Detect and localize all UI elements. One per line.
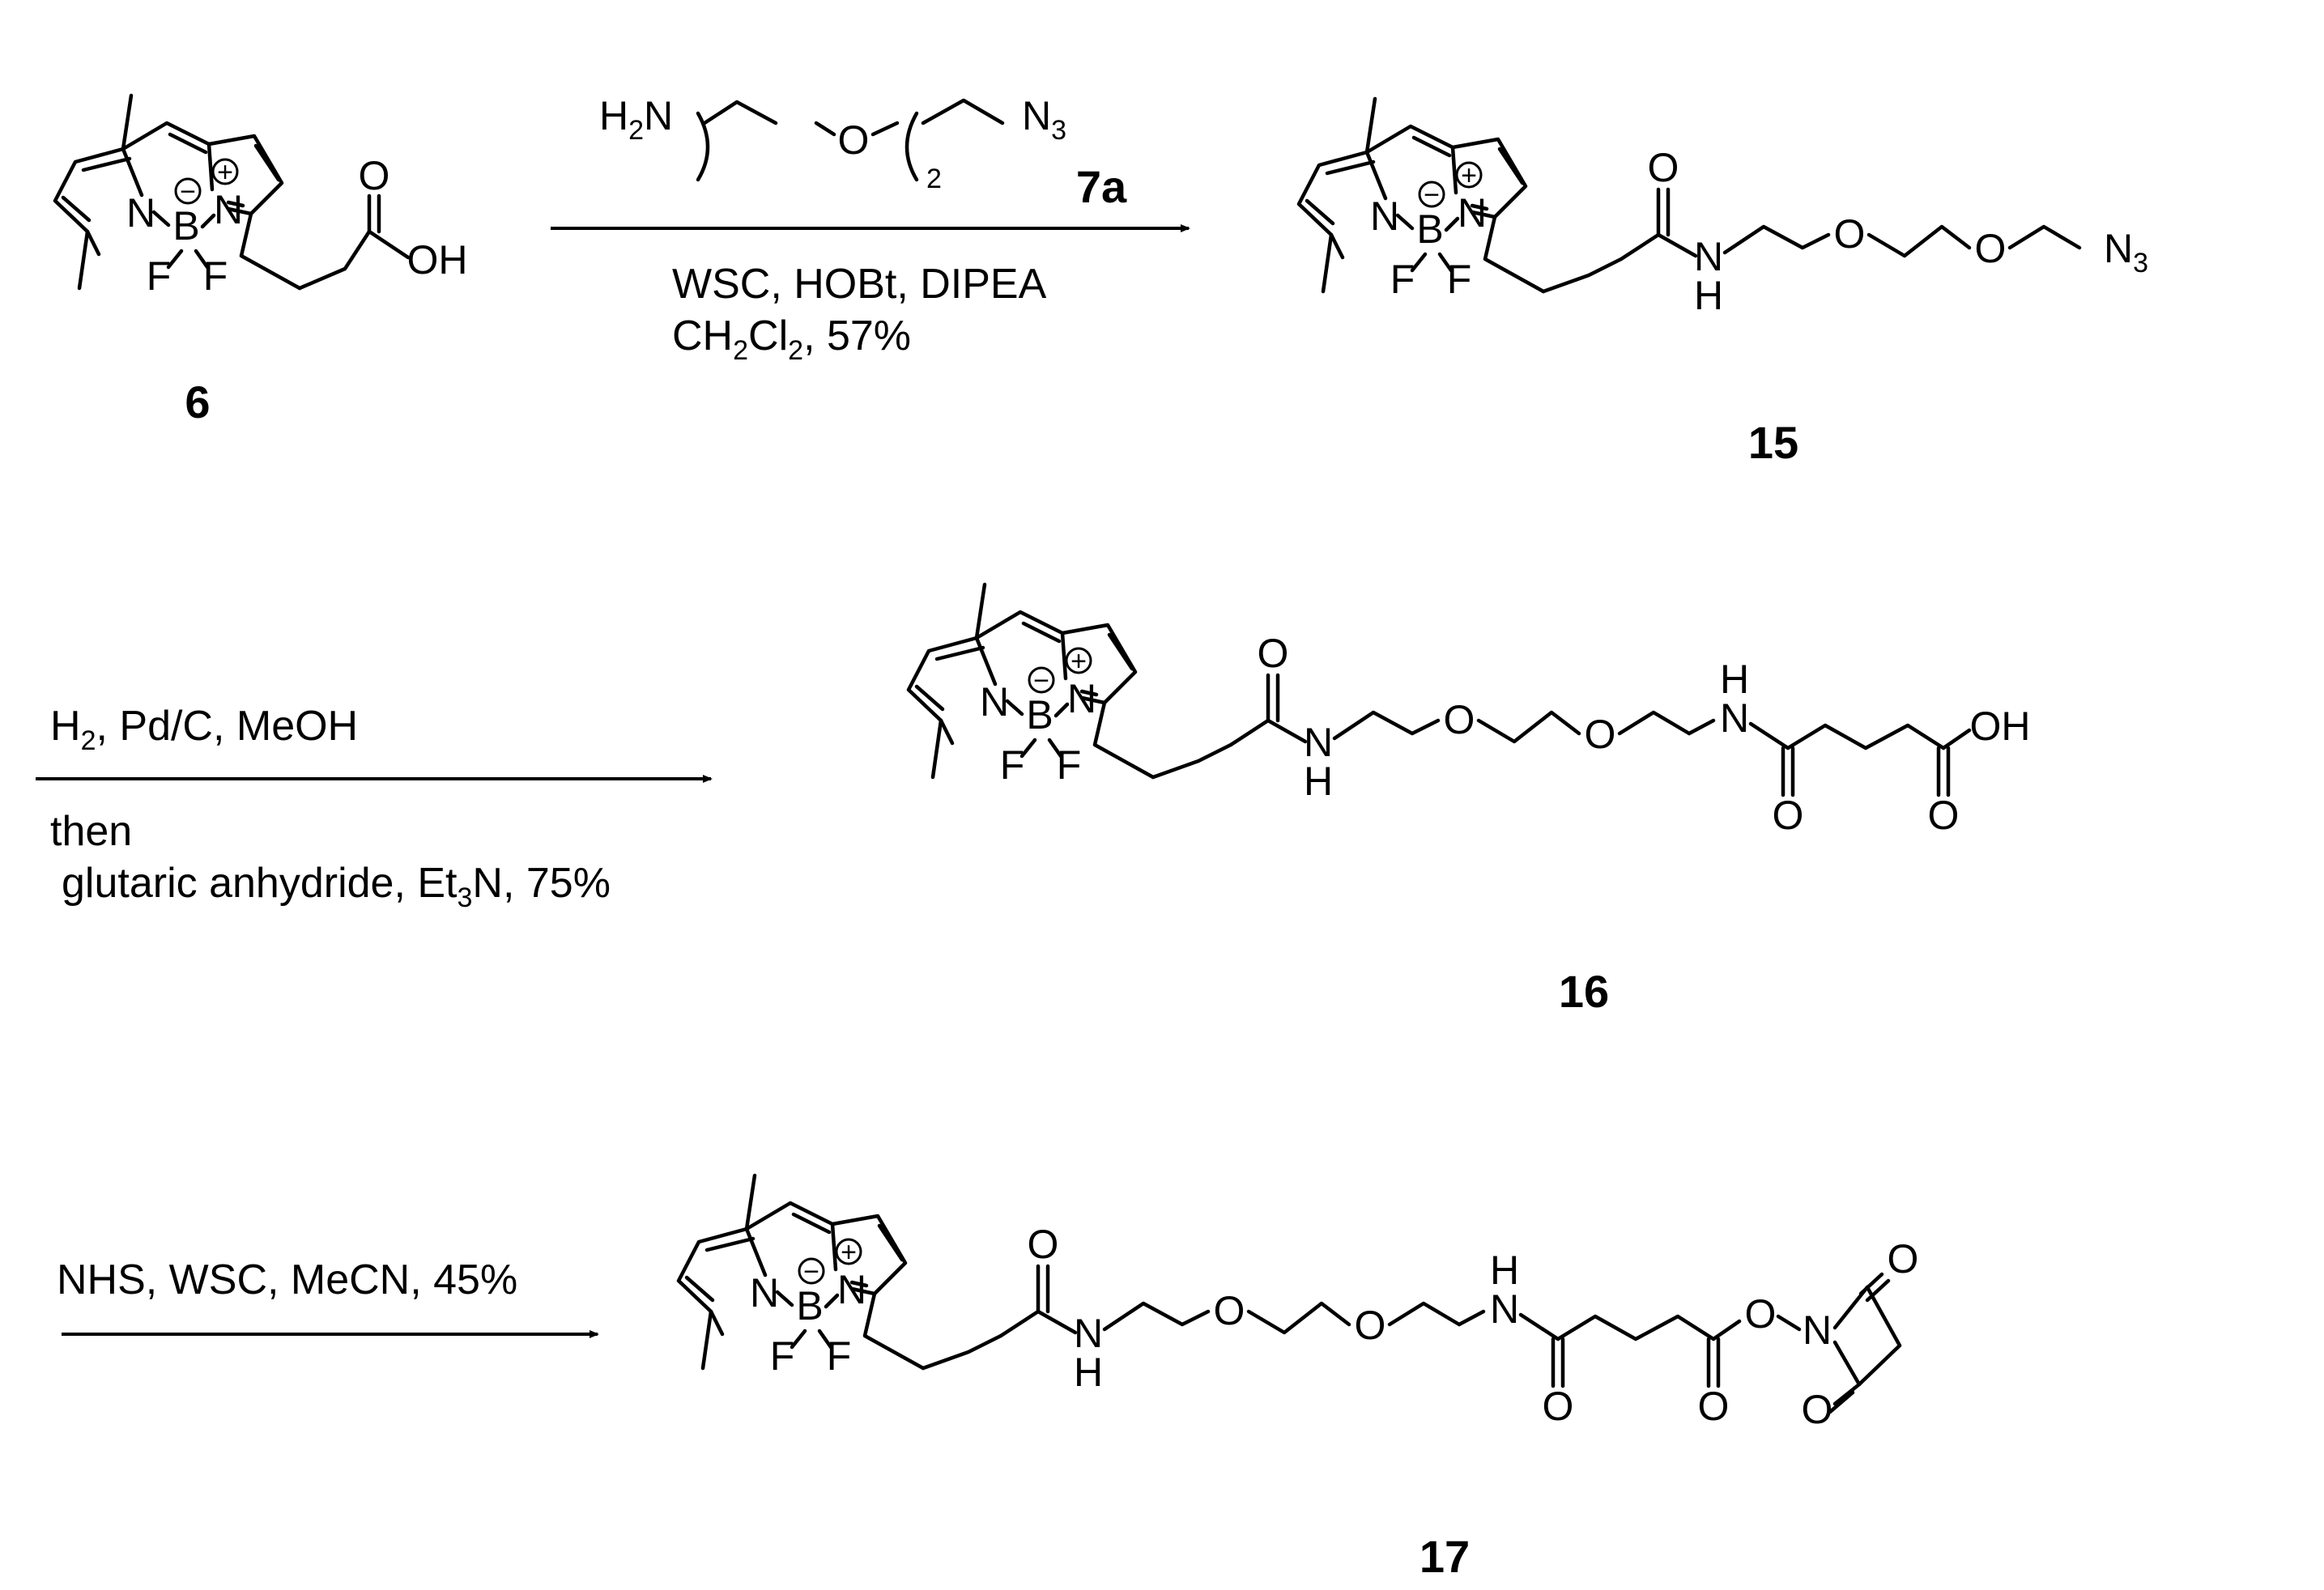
svg-text:OH: OH	[407, 237, 468, 283]
compound-6-label: 6	[185, 376, 210, 427]
compound-7a-label: 7a	[1076, 161, 1127, 212]
step2-line1: H2, Pd/C, MeOH	[50, 703, 358, 756]
amine-label: H2N	[599, 93, 673, 146]
svg-text:O: O	[838, 117, 870, 163]
compound-16-structure: N H O O OH	[909, 585, 2031, 838]
azide-label-15: N3	[2104, 226, 2148, 278]
svg-text:2: 2	[926, 164, 942, 194]
svg-text:O: O	[1698, 1384, 1730, 1429]
svg-text:O: O	[1928, 793, 1960, 838]
svg-text:O: O	[1888, 1236, 1919, 1282]
step2-line2: then	[50, 808, 132, 855]
svg-text:N: N	[1490, 1286, 1519, 1332]
svg-text:O: O	[1802, 1387, 1833, 1432]
step1-reagents: WSC, HOBt, DIPEA	[672, 261, 1047, 308]
compound-6-structure: O OH	[55, 96, 468, 299]
compound-17-label: 17	[1420, 1531, 1470, 1582]
reagent-7a-structure: H2N O 2 N3	[599, 93, 1066, 194]
compound-15-structure: N3	[1299, 99, 2148, 318]
svg-text:O: O	[359, 153, 390, 198]
compound-16-label: 16	[1559, 966, 1609, 1017]
compound-17-structure: N H O O O N O O	[679, 1175, 1918, 1432]
step3-line1: NHS, WSC, MeCN, 45%	[57, 1256, 517, 1303]
svg-text:OH: OH	[1970, 704, 2031, 749]
svg-text:O: O	[1543, 1384, 1574, 1429]
svg-text:O: O	[1745, 1291, 1777, 1337]
svg-text:H: H	[1720, 657, 1749, 702]
azide-label: N3	[1022, 93, 1066, 146]
step1-solvent-yield: CH2Cl2, 57%	[672, 312, 911, 366]
svg-text:O: O	[1773, 793, 1804, 838]
step2-line3: glutaric anhydride, Et3N, 75%	[62, 860, 611, 913]
svg-text:H: H	[1490, 1248, 1519, 1293]
compound-15-label: 15	[1748, 417, 1798, 468]
svg-text:N: N	[1803, 1307, 1832, 1353]
svg-text:N: N	[1720, 695, 1749, 741]
